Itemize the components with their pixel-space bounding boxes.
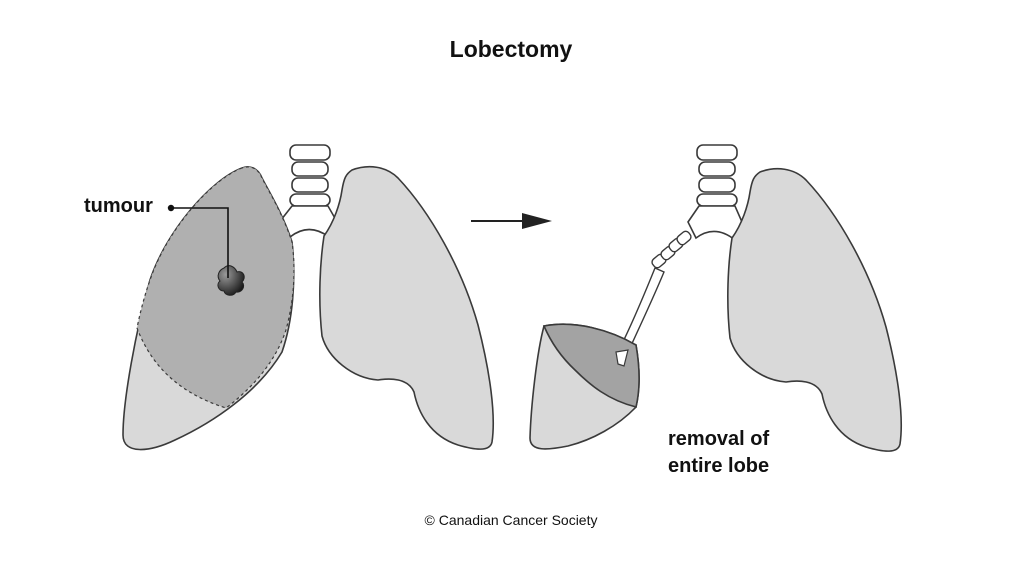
bronchus-stub [651, 230, 692, 269]
trachea-right [687, 144, 743, 242]
upper-lobe-left [136, 166, 295, 409]
cut-bronchus-end [615, 349, 629, 367]
left-lung-after [727, 167, 903, 452]
lobe-cut-face [542, 323, 640, 408]
removal-label-line-2: entire lobe [668, 455, 770, 477]
removal-label-line-1: removal of [668, 428, 770, 450]
removal-label: removal of entire lobe [668, 426, 769, 480]
lungs-after-surgery [529, 144, 903, 452]
tumour-leader-line [167, 204, 229, 278]
tumour-mass [217, 265, 245, 296]
tumour-label: tumour [84, 195, 153, 217]
lungs-before-surgery [122, 144, 495, 451]
left-lung [319, 165, 495, 450]
arrow-right-icon [471, 213, 552, 229]
trachea-left [280, 144, 337, 239]
copyright-footer: © Canadian Cancer Society [424, 512, 598, 528]
diagram-title: Lobectomy [449, 36, 573, 62]
